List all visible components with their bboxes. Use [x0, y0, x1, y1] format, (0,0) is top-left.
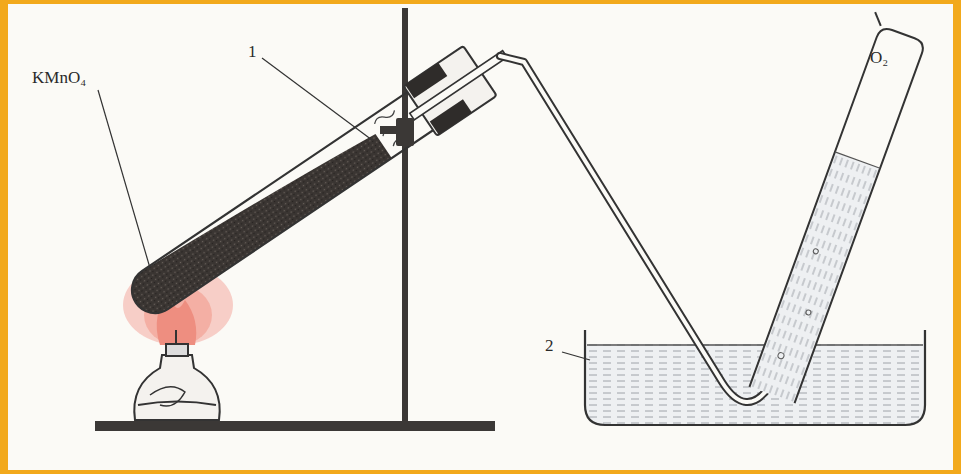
substance-label: KMnO₄ — [30, 68, 88, 87]
test-tube — [119, 29, 521, 328]
leader-lines — [98, 58, 590, 360]
stand-base — [95, 421, 495, 431]
cotton-wool — [373, 106, 415, 150]
apparatus — [8, 4, 953, 470]
delivery-tube — [500, 56, 790, 402]
stand-rod — [402, 8, 408, 423]
substance-label: O₂ — [868, 48, 890, 67]
callout-number: 1 — [246, 42, 259, 61]
clamp — [380, 118, 414, 146]
spirit-lamp — [134, 330, 219, 420]
ground: KMnO₄ 1 2 O₂ — [8, 4, 953, 470]
gas-cylinder — [740, 12, 930, 403]
callout-number: 2 — [543, 336, 556, 355]
